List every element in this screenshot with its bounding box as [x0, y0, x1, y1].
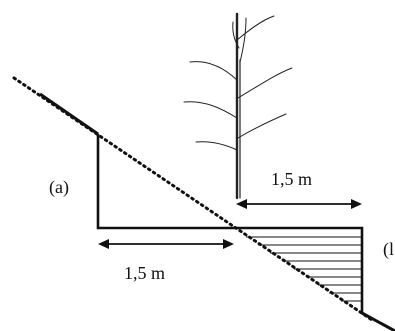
dimension-arrow-bottom [98, 239, 234, 249]
dimension-arrow-top [236, 199, 362, 209]
panel-label-b: (l [383, 239, 394, 260]
panel-label-a: (a) [49, 177, 69, 198]
ground-surface-lower [361, 311, 395, 331]
dimension-label-bottom: 1,5 m [124, 263, 165, 283]
bare-tree-icon [183, 12, 293, 200]
fill-hatching [246, 236, 362, 302]
ground-surface-upper [39, 92, 99, 136]
cut-profile-a [96, 134, 236, 230]
dimension-label-top: 1,5 m [271, 169, 312, 189]
